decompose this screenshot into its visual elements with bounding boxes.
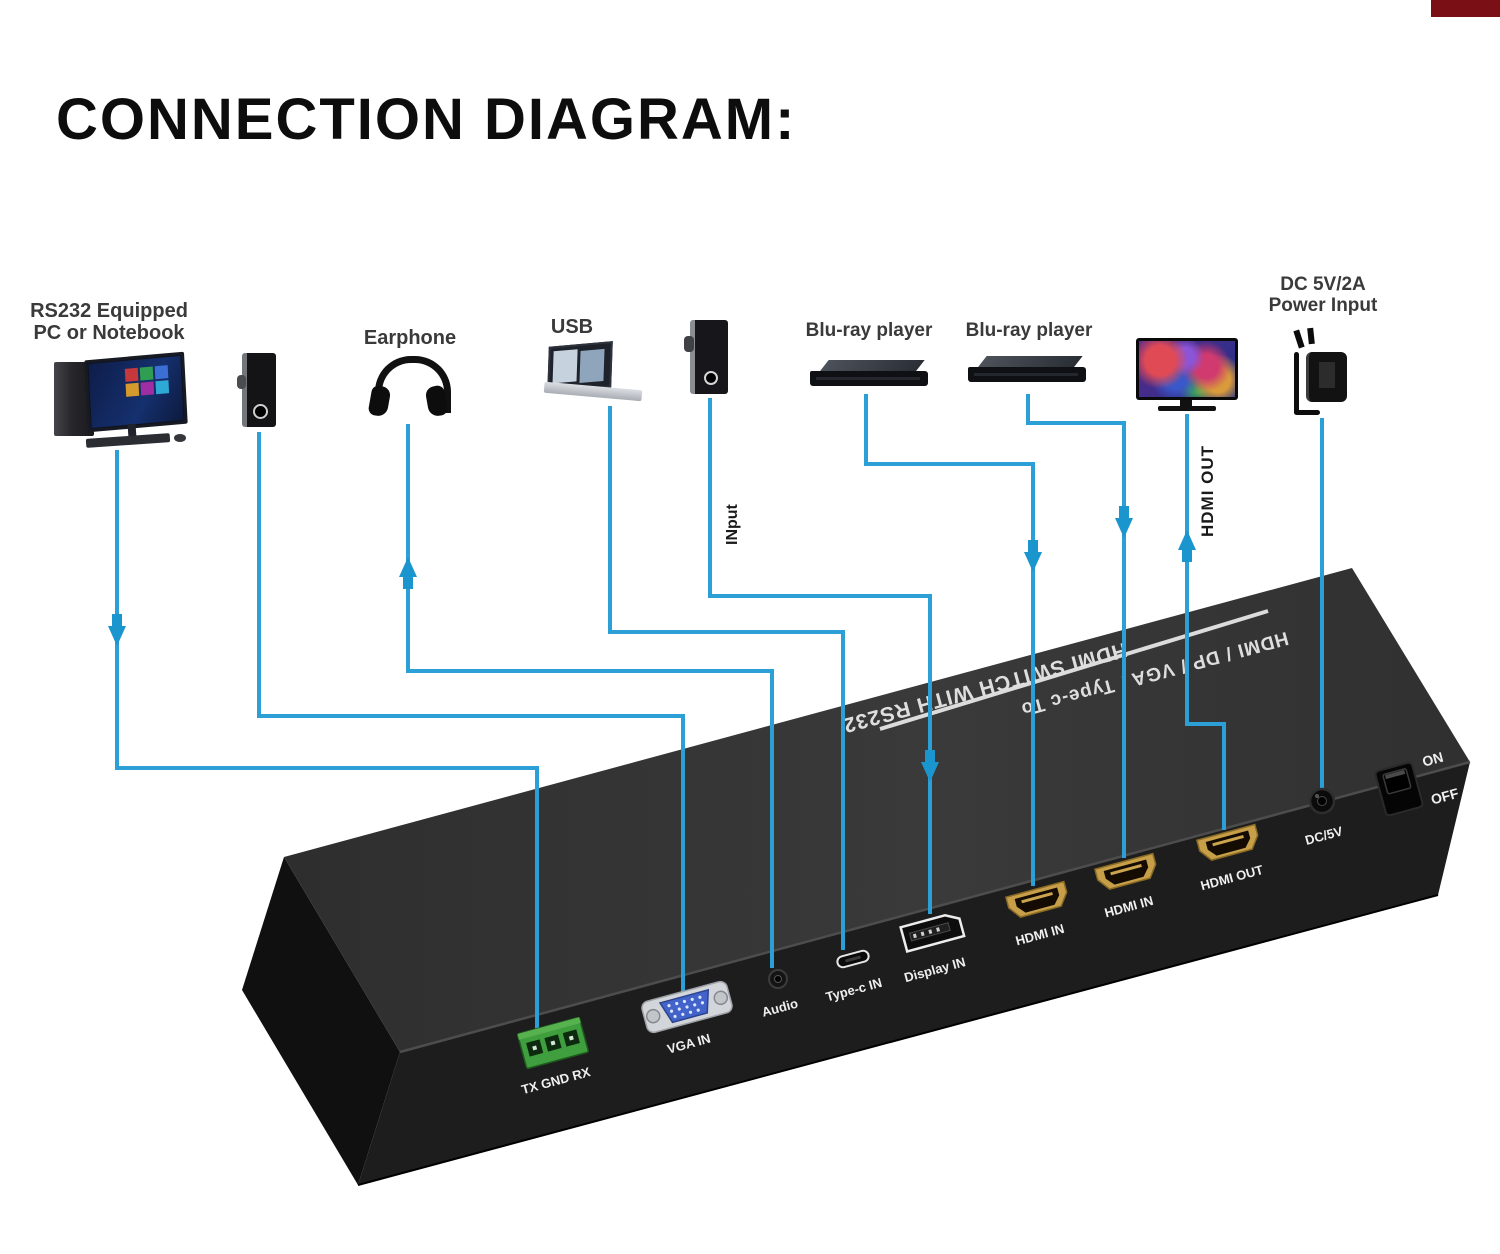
port-hdmi-out (1195, 823, 1259, 861)
arrow-down-bluray1 (1024, 552, 1042, 572)
wire-bluray1-to-hdmiin1 (864, 394, 1035, 886)
arrow-down-pc (108, 626, 126, 646)
wire-earphone-to-audio (406, 424, 774, 968)
port-rs232-terminal (517, 1016, 589, 1070)
tv-frame (1136, 338, 1238, 400)
tv-image (1136, 338, 1242, 414)
arrow-down-bluray2 (1115, 518, 1133, 538)
page-title: CONNECTION DIAGRAM: (56, 87, 797, 152)
speaker-driver (253, 404, 268, 419)
switch-bottom-edge (357, 894, 1439, 1186)
port-vga (641, 980, 733, 1034)
corner-mark (1431, 0, 1500, 17)
arrow-down-dpsource (921, 762, 939, 782)
port-hdmi-in-2 (1093, 852, 1157, 890)
port-audio (768, 969, 788, 989)
bluray1-stripe (816, 377, 920, 380)
power-adapter-image (1288, 327, 1350, 420)
usb-laptop-image (543, 341, 646, 404)
port-displayport (899, 913, 966, 953)
power-adapter-label: DC 5V/2A Power Input (1260, 274, 1386, 316)
pc-keyboard (85, 433, 171, 448)
bluray2-stripe (974, 373, 1078, 376)
bluray1-image (810, 360, 928, 392)
switch-top-text-rule (879, 609, 1269, 731)
pc-label-line2: PC or Notebook (33, 322, 185, 344)
pc-label: RS232 Equipped PC or Notebook (18, 300, 200, 344)
adapter-body-label (1319, 362, 1335, 388)
toggle-label-on: ON (1420, 749, 1444, 770)
arrow-stem-pc (112, 614, 122, 628)
tv-stand-neck (1180, 400, 1192, 407)
pc-label-line1: RS232 Equipped (30, 300, 188, 322)
adapter-prong (1293, 329, 1305, 349)
arrow-stem-bluray2 (1119, 506, 1129, 520)
tv-stand-base (1158, 406, 1216, 411)
wire-pc-to-rs232 (115, 450, 539, 1030)
tv-screen (1139, 341, 1235, 397)
adapter-body (1306, 352, 1347, 402)
bluray1-label: Blu-ray player (805, 320, 933, 341)
power-toggle-switch (1374, 761, 1424, 817)
bluray2-label: Blu-ray player (965, 320, 1093, 341)
port-typec (836, 949, 870, 969)
switch-top-face (284, 568, 1470, 1052)
wire-tv-to-hdmiout (1185, 414, 1226, 830)
adapter-cable (1294, 410, 1320, 415)
arrow-stem-dpsource (925, 750, 935, 764)
switch-left-face (242, 857, 400, 1185)
speaker-knob (237, 375, 246, 389)
adapter-prong (1307, 327, 1315, 345)
pc-image (42, 351, 192, 452)
port-dc-jack (1308, 787, 1336, 815)
dp-source-image (684, 320, 728, 394)
earphone-image (367, 354, 451, 420)
laptop-screen-content (552, 349, 578, 384)
arrow-up-tv (1178, 530, 1196, 550)
arrow-stem-bluray1 (1028, 540, 1038, 554)
arrow-stem-earphone (403, 575, 413, 589)
pc-screen (88, 356, 184, 428)
wire-arrows (108, 506, 1196, 782)
tv-wire-label-hdmi-out: HDMI OUT (1198, 445, 1217, 537)
switch-device: HDMI / DP / VGA / Type-c To HDMI SWITCH … (242, 568, 1471, 1186)
earphone-label: Earphone (363, 327, 457, 349)
dpsource-wire-label: INput (724, 503, 741, 545)
pc-monitor (84, 351, 188, 433)
power-label-line1: DC 5V/2A (1280, 274, 1366, 295)
pc-mouse (174, 434, 186, 442)
earphone-headband (375, 356, 451, 413)
bluray2-image (968, 356, 1086, 388)
wire-speaker-to-vga (257, 432, 685, 992)
usb-label: USB (550, 316, 594, 338)
dp-source-knob (684, 336, 694, 352)
dp-source-glyph (704, 371, 718, 385)
wires (115, 394, 1324, 1030)
power-label-line2: Power Input (1268, 295, 1378, 316)
switch-front-edge-highlight (399, 760, 1471, 1054)
arrow-up-earphone (399, 557, 417, 577)
switch-front-face (358, 762, 1470, 1185)
toggle-label-off: OFF (1429, 785, 1461, 808)
adapter-cable (1294, 352, 1299, 414)
speaker-image (237, 353, 276, 427)
port-hdmi-in-1 (1004, 880, 1068, 918)
wire-usb-to-typec (608, 406, 845, 950)
pc-screen-tiles (124, 367, 139, 382)
wire-bluray2-to-hdmiin2 (1026, 394, 1126, 858)
arrow-stem-tv (1182, 548, 1192, 562)
